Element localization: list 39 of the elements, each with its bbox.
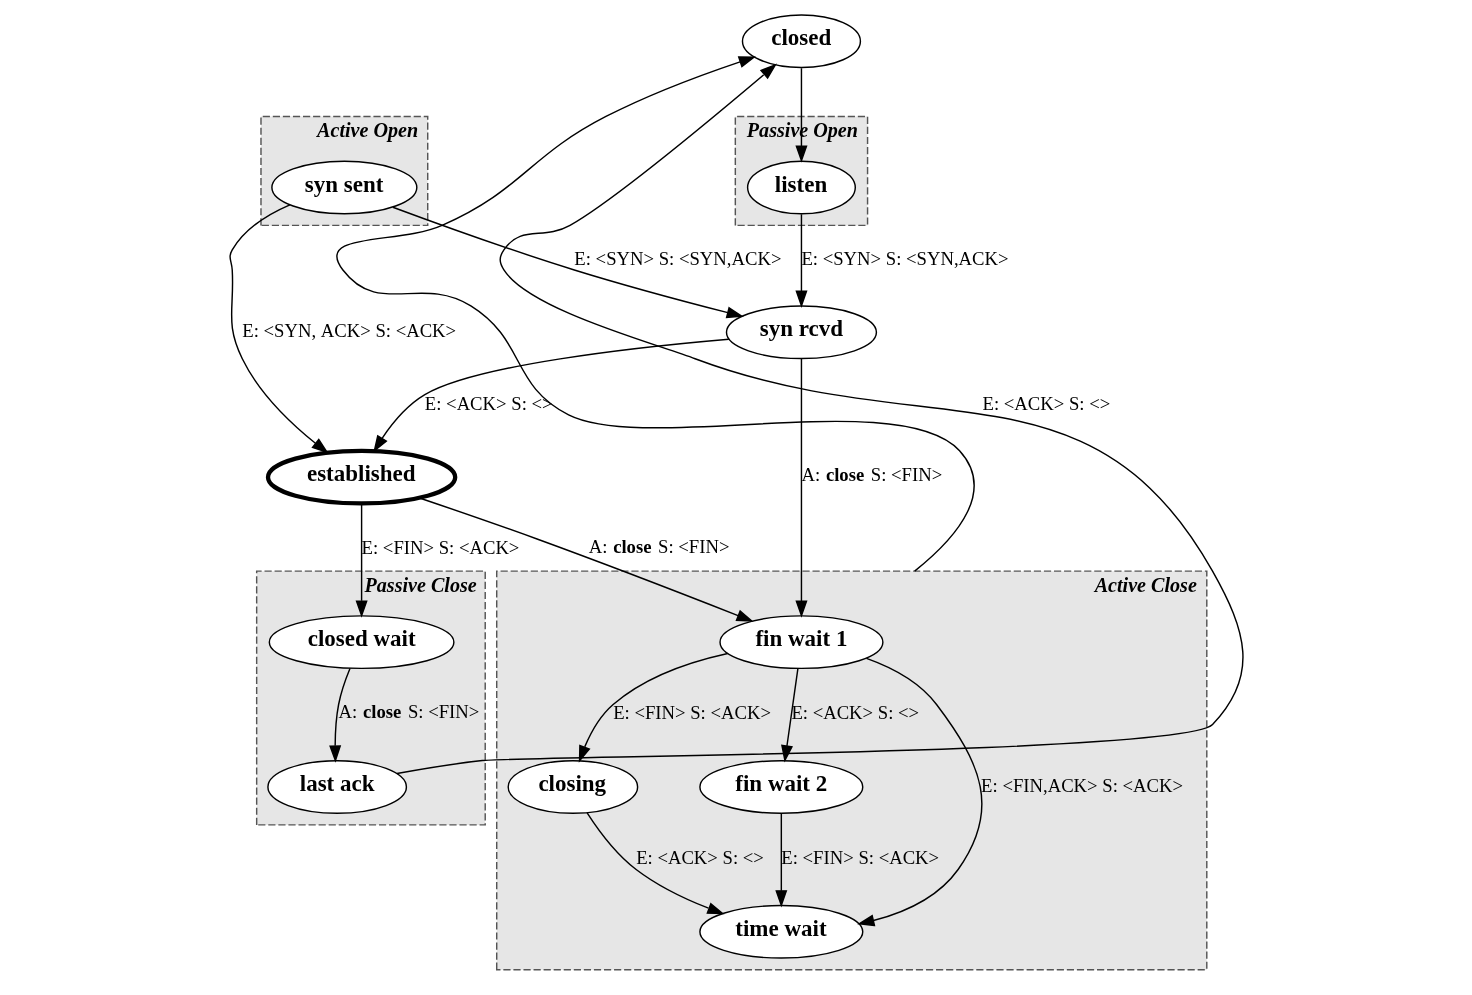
edge-label: E: <ACK> S: <> xyxy=(790,701,919,723)
arrow xyxy=(228,203,329,454)
arrow xyxy=(780,667,799,763)
arrow xyxy=(578,652,728,763)
node-ellipse: established xyxy=(265,448,457,506)
edge-label: A: close S: <FIN> xyxy=(800,463,942,485)
arrow xyxy=(794,67,807,163)
edge-label: A: close S: <FIN> xyxy=(338,700,479,722)
edge-label: E: <FIN,ACK> S: <ACK> xyxy=(980,774,1183,796)
edge-label: A: close S: <FIN> xyxy=(588,535,729,557)
arrow xyxy=(355,502,368,618)
arrow xyxy=(856,657,983,926)
edge-label: E: <FIN> S: <ACK> xyxy=(361,536,519,558)
edge-label: E: <FIN> S: <ACK> xyxy=(780,846,939,868)
edge-label: E: <SYN, ACK> S: <ACK> xyxy=(241,319,456,341)
edge-label: E: <SYN> S: <SYN,ACK> xyxy=(573,247,781,269)
node-ellipse: last ack xyxy=(266,759,407,814)
node-ellipse: fin wait 2 xyxy=(698,759,863,814)
node-ellipse: fin wait 1 xyxy=(718,614,884,669)
edge-label: E: <ACK> S: <> xyxy=(982,392,1110,414)
arrow xyxy=(774,812,787,907)
edge-label: E: <SYN> S: <SYN,ACK> xyxy=(800,247,1009,269)
arrow xyxy=(372,337,729,452)
arrow xyxy=(585,811,725,914)
arrow xyxy=(328,667,351,763)
node-ellipse: listen xyxy=(746,160,856,214)
arrow xyxy=(794,213,807,308)
arrow xyxy=(418,496,754,622)
arrow xyxy=(794,357,807,618)
node-ellipse: closing xyxy=(506,759,638,814)
edge-label: E: <ACK> S: <> xyxy=(424,392,553,414)
edge-label: E: <ACK> S: <> xyxy=(635,846,764,868)
node-ellipse: syn sent xyxy=(270,160,418,214)
node-ellipse: closed xyxy=(741,13,861,68)
arrow xyxy=(395,63,1243,774)
node-ellipse: closed wait xyxy=(268,614,455,669)
edge-label: E: <FIN> S: <ACK> xyxy=(612,701,771,723)
arrow xyxy=(391,206,744,318)
arrow xyxy=(335,55,975,572)
